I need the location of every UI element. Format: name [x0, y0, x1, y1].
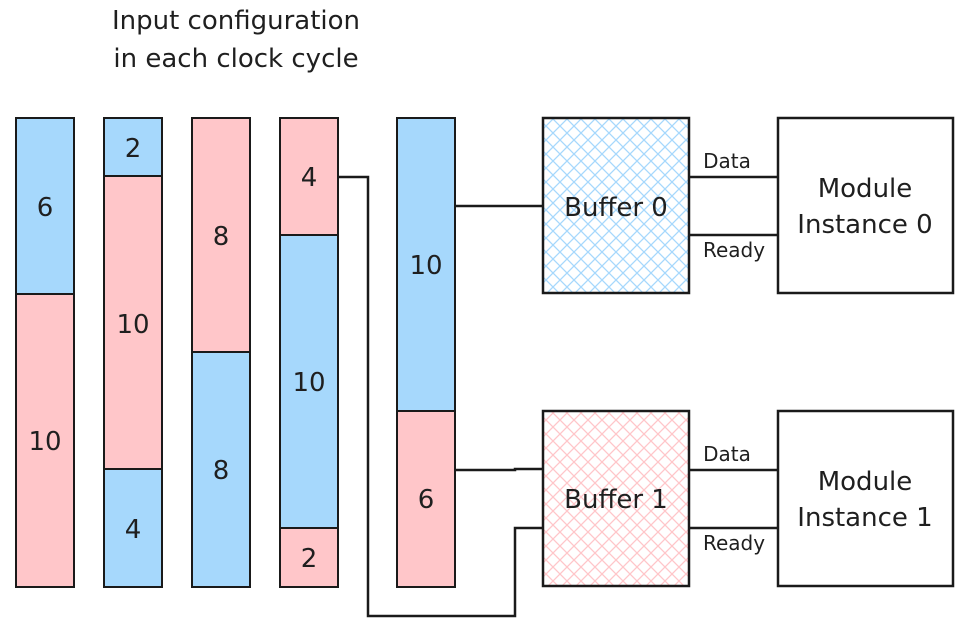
segment-rect	[279, 117, 339, 236]
ready-label-1: Ready	[703, 531, 765, 555]
buffer-1: Buffer 1	[541, 409, 691, 588]
segment-rect	[15, 293, 75, 588]
segment-rect	[396, 410, 456, 588]
segment-label: 10	[292, 368, 325, 398]
module-0-line-1: Module	[818, 174, 913, 204]
module-1-line-1: Module	[818, 467, 913, 497]
segment-label: 4	[125, 515, 142, 545]
cycle-column-1: 6 10	[15, 117, 75, 588]
segment-rect	[103, 175, 163, 470]
segment-label: 8	[213, 222, 230, 252]
segment-rect	[191, 117, 251, 353]
segment-label: 10	[28, 427, 61, 457]
segment-rect	[191, 351, 251, 588]
segment-label: 2	[301, 544, 318, 574]
connector-cycle4-to-buffer1	[338, 175, 543, 618]
cycle-column-2: 2 10 4	[103, 117, 163, 588]
buffer-1-label: Buffer 1	[564, 485, 668, 515]
title-line-1: Input configuration	[112, 6, 360, 36]
segment-rect	[396, 117, 456, 412]
segment-rect	[103, 468, 163, 588]
data-label-0: Data	[703, 149, 751, 173]
connector-combined-to-buffer1	[455, 467, 543, 472]
buffer-0: Buffer 0	[541, 116, 691, 295]
segment-rect	[15, 117, 75, 295]
module-instance-1: Module Instance 1	[776, 409, 955, 588]
segment-label: 10	[409, 251, 442, 281]
connectors	[338, 175, 778, 618]
segment-label: 6	[37, 193, 54, 223]
cycle-column-3: 8 8	[191, 117, 251, 588]
ready-label-0: Ready	[703, 238, 765, 262]
data-label-1: Data	[703, 442, 751, 466]
module-1-line-2: Instance 1	[797, 503, 932, 533]
module-instance-0: Module Instance 0	[776, 116, 955, 295]
segment-label: 4	[301, 163, 318, 193]
segment-label: 6	[418, 485, 435, 515]
segment-label: 2	[125, 134, 142, 164]
title-line-2: in each clock cycle	[113, 44, 358, 74]
combined-column: 10 6	[396, 117, 456, 588]
segment-label: 10	[116, 310, 149, 340]
segment-label: 8	[213, 456, 230, 486]
cycle-column-4: 4 10 2	[279, 117, 339, 588]
segment-rect	[279, 527, 339, 588]
module-0-line-2: Instance 0	[797, 210, 932, 240]
buffer-0-label: Buffer 0	[564, 193, 668, 223]
